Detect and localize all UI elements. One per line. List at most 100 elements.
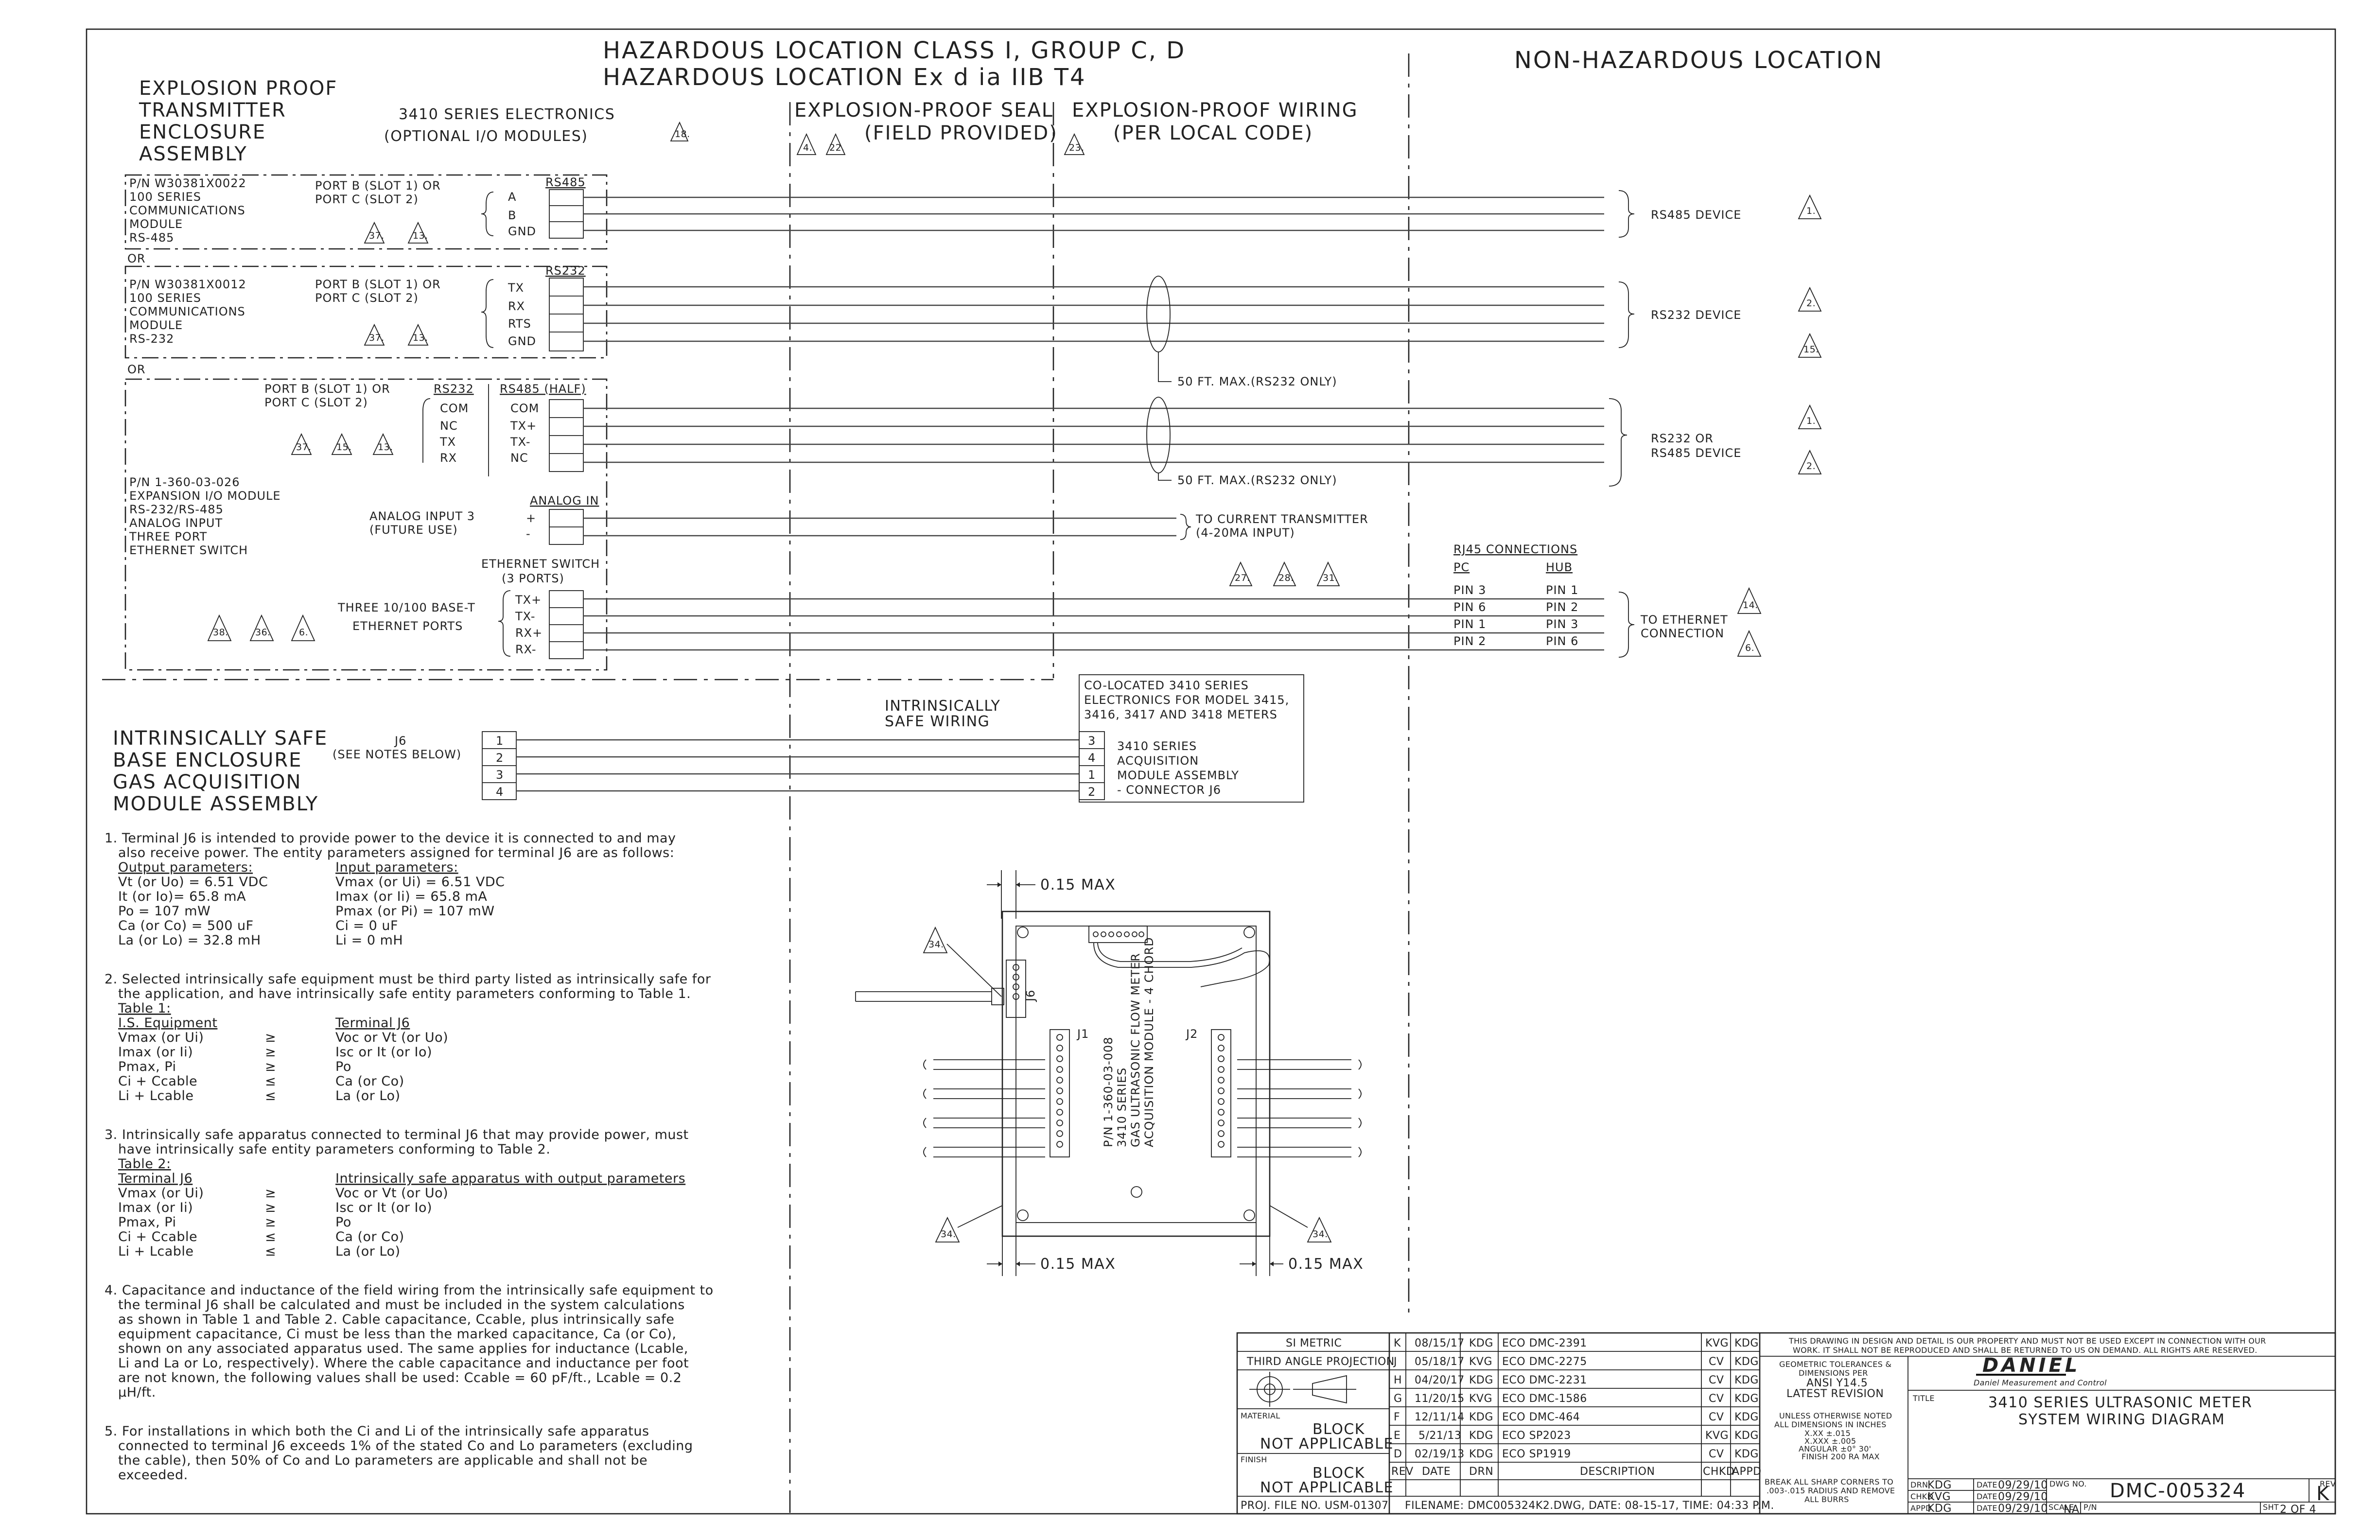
tb-dwg-no-label: DWG NO.: [2049, 1479, 2087, 1488]
svg-text:37.: 37.: [369, 332, 385, 343]
note-ref-13c: 13.: [372, 433, 394, 455]
note1-row5-out: La (or Lo) = 32.8 mH: [118, 933, 261, 948]
note2-head-1: I.S. Equipment: [118, 1015, 217, 1031]
eth-device-2: CONNECTION: [1641, 627, 1724, 640]
eth-term-rxp: RX+: [515, 626, 542, 640]
electronics-label-2: (OPTIONAL I/O MODULES): [384, 128, 588, 145]
tb-chkd-date-label: DATE: [1977, 1492, 1997, 1501]
rev-d: D: [1394, 1448, 1402, 1460]
module1-block-title: RS485: [545, 175, 586, 189]
current-transmitter-1: TO CURRENT TRANSMITTER: [1195, 512, 1368, 526]
rev-h-date: 04/20/17: [1415, 1374, 1465, 1386]
rev-head-date: DATE: [1422, 1466, 1451, 1478]
note2-r1-b: Voc or Vt (or Uo): [335, 1030, 448, 1045]
rev-e-drn: KDG: [1469, 1430, 1493, 1442]
rj45-row3-hub: PIN 3: [1546, 617, 1578, 631]
module2-block-title: RS232: [545, 264, 586, 278]
note1-row4-out: Ca (or Co) = 500 uF: [118, 918, 254, 933]
colocated-2: ELECTRONICS FOR MODEL 3415,: [1084, 693, 1289, 707]
rj45-row2-pc: PIN 6: [1453, 600, 1486, 614]
note2-r5-op: ≤: [265, 1088, 276, 1103]
hazardous-title-1: HAZARDOUS LOCATION CLASS I, GROUP C, D: [603, 37, 1186, 64]
note4-line8: μH/ft.: [118, 1385, 156, 1400]
note-ref-14: 14.: [1737, 587, 1762, 614]
note1-line1: 1. Terminal J6 is intended to provide po…: [105, 831, 676, 846]
note1-row5-in: Li = 0 mH: [335, 933, 403, 948]
svg-text:31.: 31.: [1323, 573, 1338, 583]
module1-terminal-gnd: GND: [508, 225, 536, 238]
note5-line3: the cable), then 50% of Co and Lo parame…: [118, 1453, 648, 1468]
svg-text:38.: 38.: [213, 627, 228, 638]
is-title-4: MODULE ASSEMBLY: [113, 793, 318, 815]
note2-r3-op: ≥: [265, 1059, 276, 1074]
rev-e-desc: ECO SP2023: [1502, 1430, 1571, 1442]
module3-rs232-tx: TX: [439, 435, 456, 449]
note4-line5: shown on any associated apparatus used. …: [118, 1341, 688, 1356]
tb-drn-label: DRN: [1910, 1480, 1928, 1489]
note4-line1: 4. Capacitance and inductance of the fie…: [105, 1283, 714, 1298]
note-ref-2a: 2.: [1798, 286, 1822, 312]
note4-line4: equipment capacitance, Ci must be less t…: [118, 1327, 677, 1342]
analog-minus: -: [526, 527, 531, 541]
note1-row1-out: Vt (or Uo) = 6.51 VDC: [118, 875, 268, 890]
svg-text:13.: 13.: [413, 230, 428, 241]
eth-title-1: ETHERNET SWITCH: [481, 557, 600, 571]
module2-device-brace: [1618, 281, 1635, 348]
svg-text:14.: 14.: [1743, 600, 1758, 611]
note5-line2: connected to terminal J6 exceeds 1% of t…: [118, 1438, 693, 1453]
tb-break-3: ALL BURRS: [1804, 1495, 1849, 1504]
svg-text:1.: 1.: [1806, 416, 1816, 426]
rev-d-chkd: CV: [1709, 1448, 1724, 1460]
rev-k-date: 08/15/17: [1415, 1337, 1465, 1349]
rev-k-appd: KDG: [1734, 1337, 1759, 1349]
rj45-row3-pc: PIN 1: [1453, 617, 1486, 631]
seal-label-1: EXPLOSION-PROOF SEAL: [794, 99, 1053, 122]
rev-f-appd: KDG: [1734, 1411, 1759, 1423]
rev-g: G: [1394, 1393, 1402, 1405]
eth-term-txp: TX+: [515, 593, 542, 607]
board-text-4: ACQUISITION MODULE - 4 CHORD: [1142, 937, 1156, 1147]
note1-row3-in: Pmax (or Pi) = 107 mW: [335, 904, 495, 919]
colocated-module-2: ACQUISITION: [1117, 754, 1199, 768]
module2-terminal-block: [549, 278, 584, 351]
note-ref-1a: 1.: [1798, 194, 1822, 219]
note3-r2-op: ≥: [265, 1200, 276, 1215]
note3-r1-op: ≥: [265, 1186, 276, 1201]
j6-pin-3: 3: [496, 768, 504, 782]
module3-rs485-com: COM: [510, 402, 539, 415]
acquisition-board: 0.15 MAX J6 34. J1 J2: [855, 870, 1363, 1276]
svg-text:1.: 1.: [1806, 206, 1816, 216]
svg-text:15.: 15.: [1803, 344, 1819, 355]
note2-r4-a: Ci + Ccable: [118, 1074, 197, 1089]
module3-pn-2: EXPANSION I/O MODULE: [129, 489, 281, 503]
module3-box: [124, 378, 608, 671]
module2-shield: [1146, 276, 1171, 352]
note2-r3-b: Po: [335, 1059, 351, 1074]
note-ref-28: 28.: [1273, 561, 1296, 586]
tb-unless-6: FINISH 200 RA MAX: [1802, 1452, 1880, 1461]
tb-unless-5: ANGULAR ±0° 30': [1799, 1444, 1871, 1453]
tb-tol-3: ANSI Y14.5: [1806, 1377, 1868, 1389]
svg-text:6.: 6.: [1745, 643, 1754, 653]
note2-r2-a: Imax (or Ii): [118, 1045, 193, 1060]
svg-text:Daniel Measurement and Control: Daniel Measurement and Control: [1974, 1378, 2107, 1387]
note3-head-1: Terminal J6: [118, 1171, 192, 1186]
module3-max-note: 50 FT. MAX.(RS232 ONLY): [1177, 473, 1337, 487]
tb-appd-date-label: DATE: [1977, 1504, 1997, 1513]
module3-rs232-rx: RX: [440, 451, 457, 465]
rev-e-date: 5/21/13: [1418, 1430, 1461, 1442]
rev-j-appd: KDG: [1734, 1356, 1759, 1368]
j6-label: J6: [394, 734, 406, 748]
svg-text:DANIEL: DANIEL: [1982, 1354, 2080, 1377]
colocated-3: 3416, 3417 AND 3418 METERS: [1084, 708, 1278, 721]
module3-device-1: RS232 OR: [1651, 432, 1714, 445]
is-title-1: INTRINSICALLY SAFE: [113, 727, 328, 750]
note-ref-38: 38.: [207, 614, 232, 641]
note-ref-22: 22.: [825, 133, 846, 155]
tb-appd: KDG: [1927, 1503, 1952, 1515]
svg-text:22.: 22.: [829, 142, 845, 153]
module3-port-2: PORT C (SLOT 2): [264, 396, 368, 409]
colocated-module-4: - CONNECTOR J6: [1117, 783, 1221, 797]
tb-break-1: BREAK ALL SHARP CORNERS TO: [1765, 1477, 1893, 1487]
note1-row1-in: Vmax (or Ui) = 6.51 VDC: [335, 875, 505, 890]
